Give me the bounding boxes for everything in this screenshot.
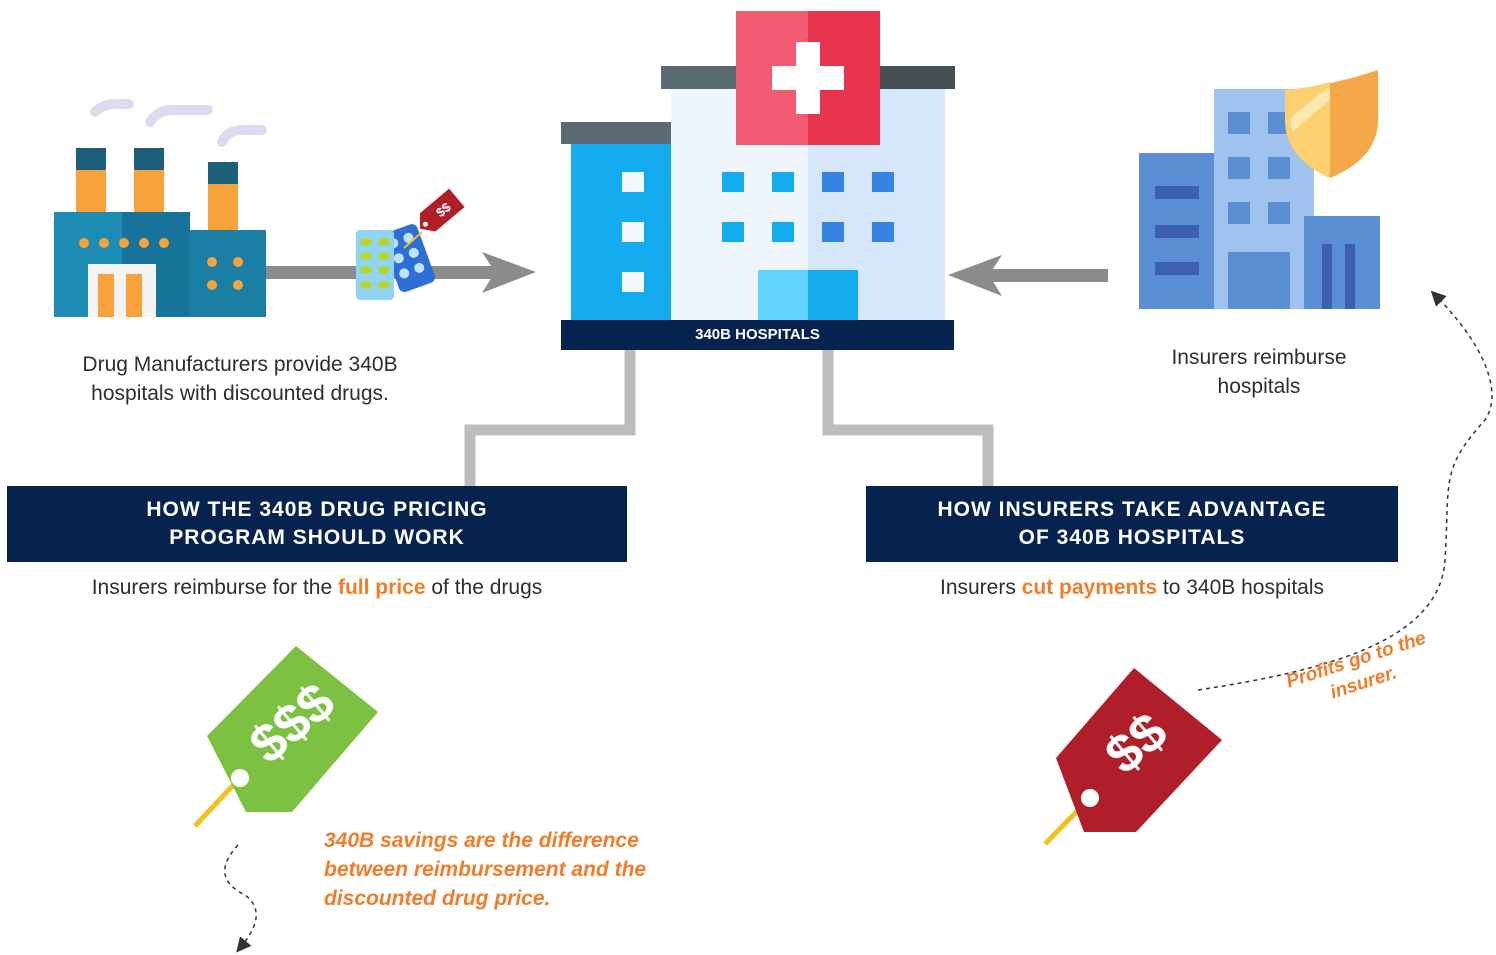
manufacturer-caption: Drug Manufacturers provide 340B hospital…: [40, 350, 440, 408]
left-panel-title-line1: HOW THE 340B DRUG PRICING: [146, 498, 488, 521]
small-price-tag-icon: $$: [403, 188, 465, 249]
manufacturer-caption-line1: Drug Manufacturers provide 340B: [82, 353, 398, 376]
manufacturer-caption-line2: hospitals with discounted drugs.: [91, 382, 389, 405]
right-panel-title: HOW INSURERS TAKE ADVANTAGE OF 340B HOSP…: [866, 486, 1398, 562]
left-panel-title-line2: PROGRAM SHOULD WORK: [169, 526, 465, 549]
dashed-arrow-savings: [224, 844, 257, 953]
savings-note: 340B savings are the difference between …: [324, 826, 724, 913]
left-panel-sub-highlight: full price: [337, 576, 426, 599]
right-panel-title-line2: OF 340B HOSPITALS: [1018, 526, 1246, 549]
insurer-caption: Insurers reimburse hospitals: [1130, 343, 1388, 401]
savings-note-line1: 340B savings are the difference: [324, 829, 639, 852]
connector-right: [822, 350, 994, 488]
insurer-building-icon: [1139, 70, 1380, 309]
red-price-tag-icon: $$: [1043, 668, 1222, 846]
dashed-arrow-profits: [1197, 290, 1493, 691]
right-panel-sub-after: to 340B hospitals: [1157, 576, 1325, 599]
left-panel-title: HOW THE 340B DRUG PRICING PROGRAM SHOULD…: [7, 486, 627, 562]
right-panel-sub-before: Insurers: [939, 576, 1022, 599]
savings-note-line3: discounted drug price.: [324, 887, 551, 910]
left-panel-subtitle: Insurers reimburse for the full price of…: [7, 576, 627, 600]
hospital-icon: [561, 11, 955, 321]
savings-note-line2: between reimbursement and the: [324, 858, 647, 881]
left-panel-sub-before: Insurers reimburse for the: [91, 576, 338, 599]
right-panel-subtitle: Insurers cut payments to 340B hospitals: [866, 576, 1398, 600]
insurer-caption-line1: Insurers reimburse: [1171, 346, 1347, 369]
hospital-label: 340B HOSPITALS: [561, 320, 954, 350]
right-panel-title-line1: HOW INSURERS TAKE ADVANTAGE: [937, 498, 1327, 521]
green-price-tag-icon: $$$: [193, 646, 378, 828]
right-panel-sub-highlight: cut payments: [1021, 576, 1158, 599]
factory-icon: [54, 99, 267, 317]
insurer-caption-line2: hospitals: [1217, 375, 1301, 398]
pill-pack-icon: [356, 224, 436, 300]
left-panel-sub-after: of the drugs: [425, 576, 543, 599]
arrow-insurer-to-hospital: [948, 255, 1108, 296]
connector-left: [464, 350, 636, 488]
